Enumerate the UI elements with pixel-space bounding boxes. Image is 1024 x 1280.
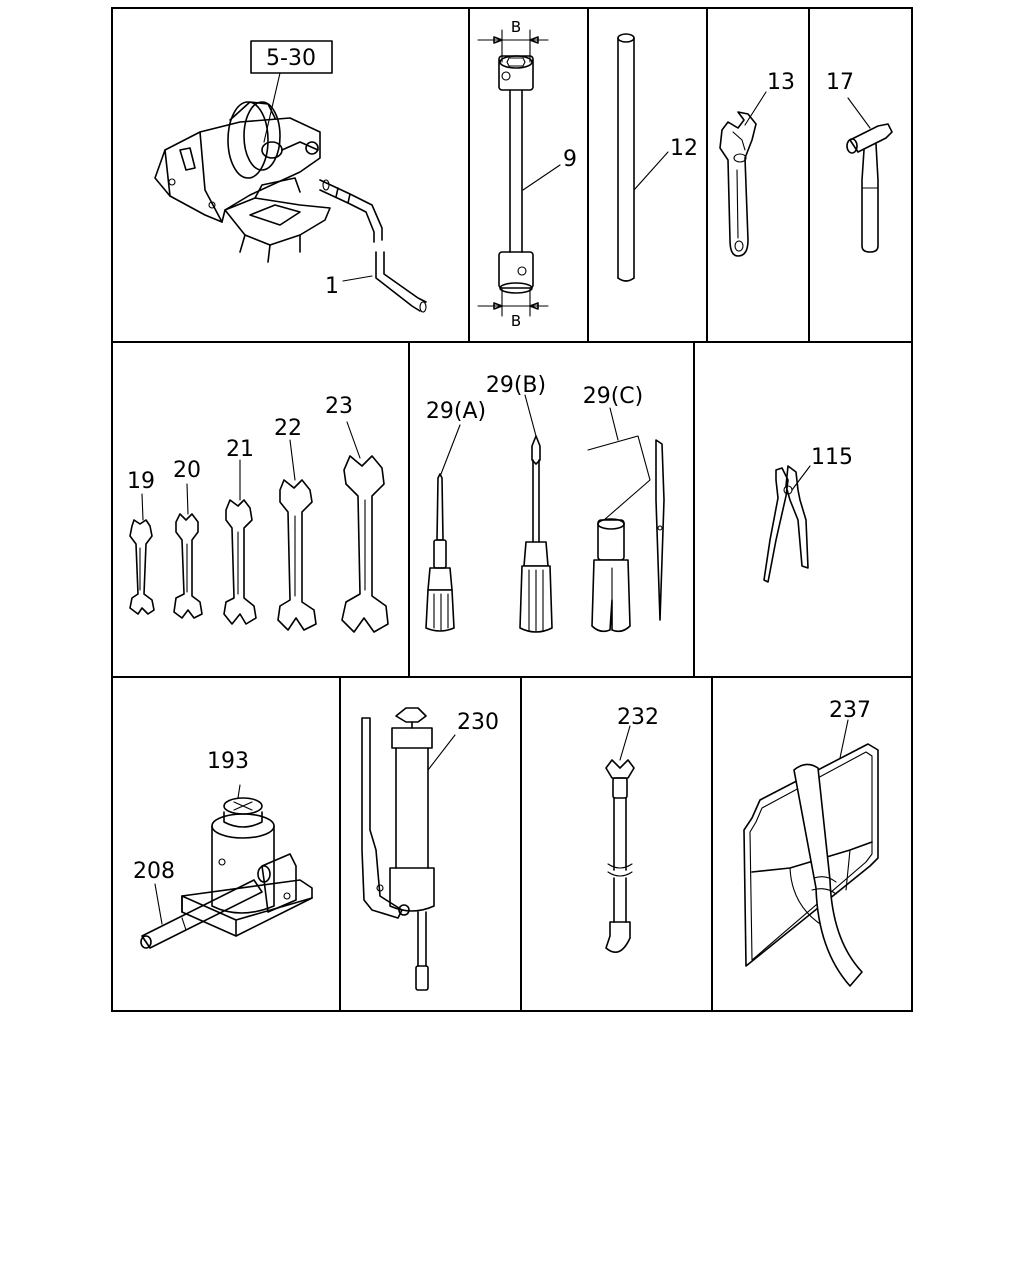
label-230: 230 <box>457 710 499 735</box>
label-208: 208 <box>133 859 175 884</box>
label-17: 17 <box>826 70 854 95</box>
label-115: 115 <box>811 445 853 470</box>
spanner-20-illustration <box>173 483 203 619</box>
plug-spanner-29c-illustration <box>587 407 665 633</box>
tool-bag-illustration <box>743 719 879 987</box>
screwdriver-29a-illustration <box>425 424 461 632</box>
pliers-illustration <box>763 465 811 583</box>
label-193: 193 <box>207 749 249 774</box>
label-29b: 29(B) <box>486 373 546 398</box>
label-9: 9 <box>563 147 577 172</box>
label-19: 19 <box>127 469 155 494</box>
grease-gun-illustration <box>361 707 456 991</box>
spanner-22-illustration <box>277 439 317 631</box>
adjustable-wrench-illustration <box>719 91 767 257</box>
label-13: 13 <box>767 70 795 95</box>
hammer-illustration <box>846 97 893 253</box>
bar-illustration <box>617 33 669 282</box>
label-dim-b-top: B <box>511 18 521 36</box>
label-29a: 29(A) <box>426 399 486 424</box>
spanner-19-illustration <box>129 493 155 615</box>
grease-hose-illustration <box>605 725 635 954</box>
winch-handle-illustration <box>154 40 427 313</box>
screwdriver-29b-illustration <box>519 394 553 633</box>
label-5-30: 5-30 <box>266 46 316 71</box>
spanner-21-illustration <box>223 459 257 625</box>
spanner-23-illustration <box>341 421 389 633</box>
label-232: 232 <box>617 705 659 730</box>
label-20: 20 <box>173 458 201 483</box>
label-12: 12 <box>670 136 698 161</box>
wheel-nut-wrench-illustration <box>477 29 561 317</box>
label-23: 23 <box>325 394 353 419</box>
label-29c: 29(C) <box>583 384 644 409</box>
label-1: 1 <box>325 274 339 299</box>
diagram-grid <box>111 7 913 1012</box>
label-21: 21 <box>226 437 254 462</box>
label-dim-b-bottom: B <box>511 312 521 330</box>
label-22: 22 <box>274 416 302 441</box>
label-237: 237 <box>829 698 871 723</box>
hydraulic-jack-illustration <box>140 784 313 949</box>
